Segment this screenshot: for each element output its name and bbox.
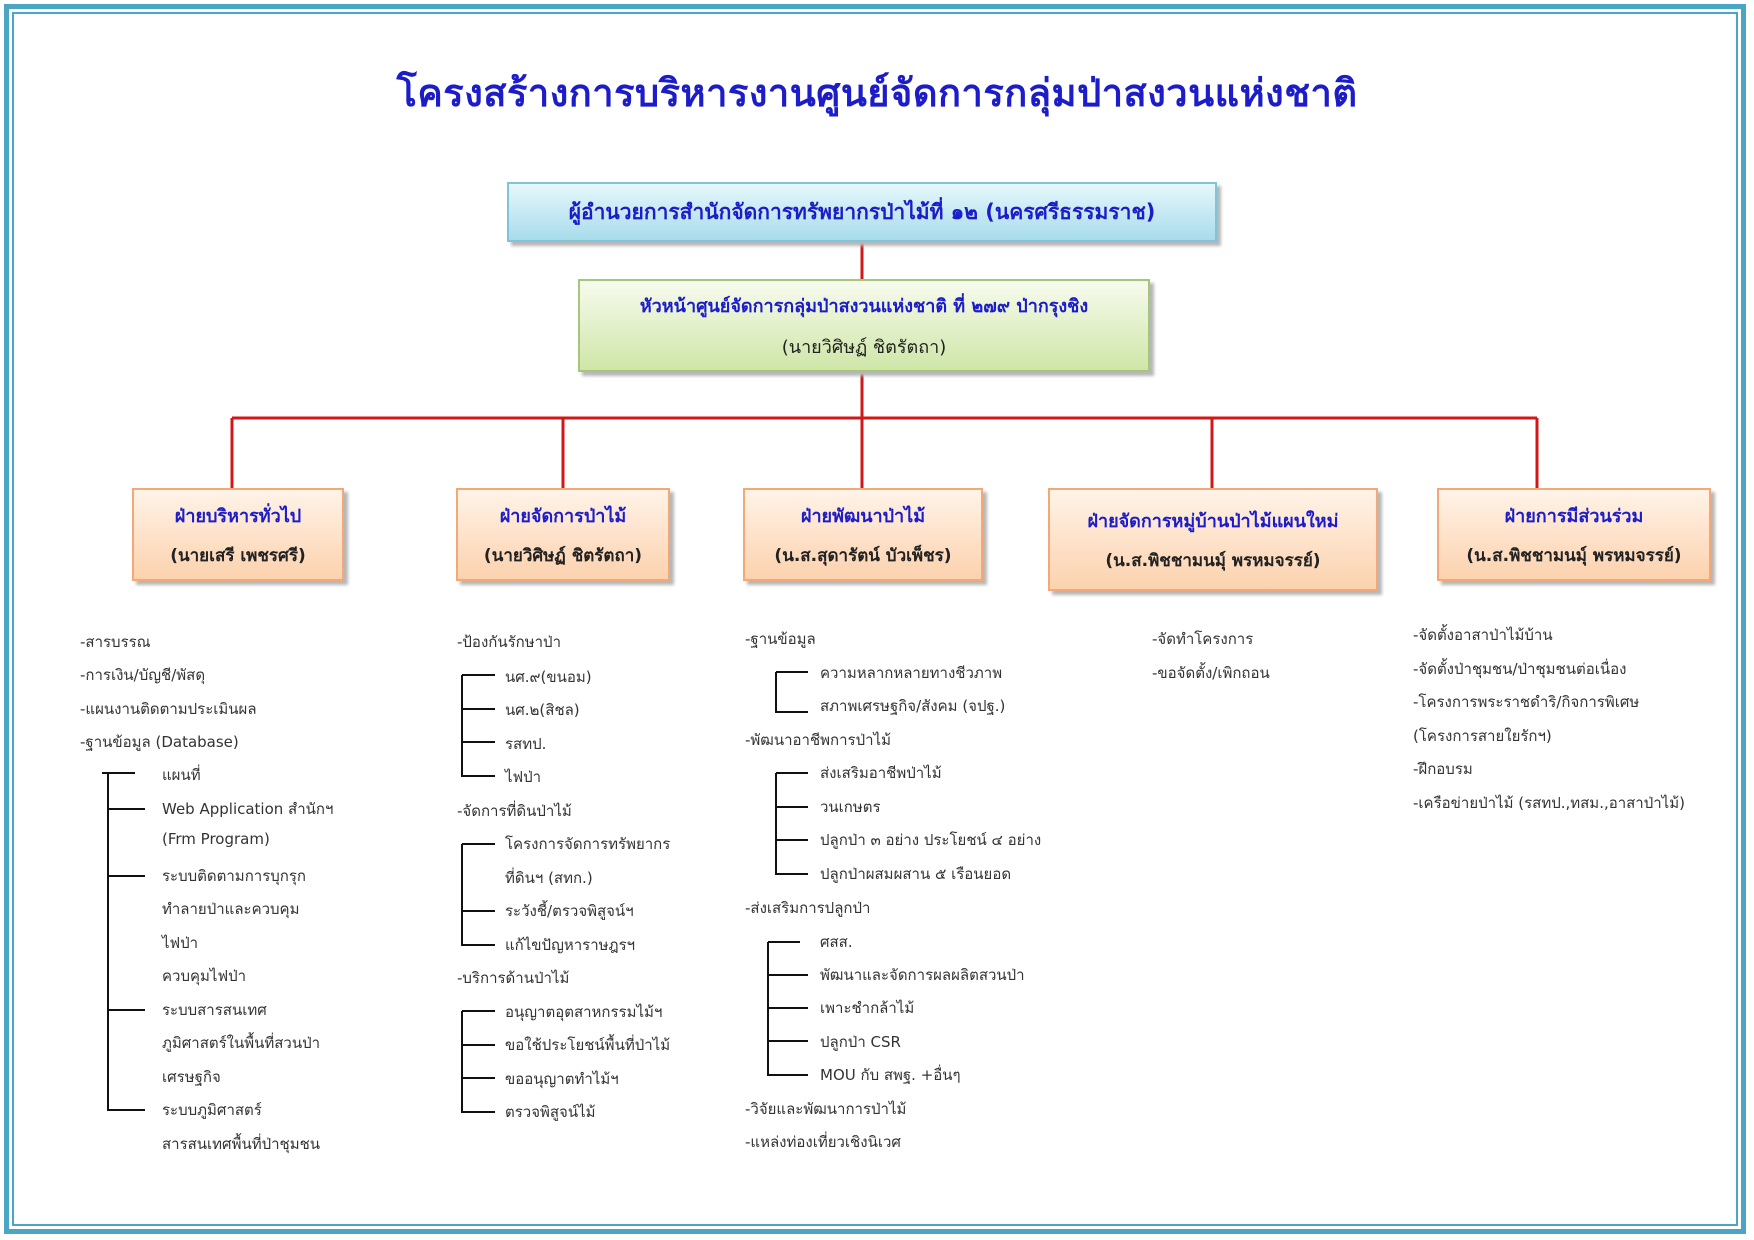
col3-item: พัฒนาและจัดการผลผลิตสวนป่า (820, 966, 1025, 984)
col3-item: MOU กับ สพฐ. +อื่นๆ (820, 1066, 961, 1084)
col2-item: ระวังชี้/ตรวจพิสูจน์ฯ (505, 902, 634, 920)
col1-item: -ฐานข้อมูล (Database) (80, 733, 239, 751)
dept-name: (น.ส.พิชชามนมุ์ พรหมจรรย์) (1466, 545, 1682, 566)
col1-sub-item: Web Application สำนักฯ (162, 800, 334, 818)
dept-title: ฝ่ายจัดการหมู่บ้านป่าไม้แผนใหม่ (1087, 510, 1339, 532)
col1-item: -การเงิน/บัญชี/พัสดุ (80, 666, 206, 684)
outer-frame (4, 4, 1746, 1234)
chart-title: โครงสร้างการบริหารงานศูนย์จัดการกลุ่มป่า… (396, 71, 1358, 115)
col5-item: -จัดตั้งป่าชุมชน/ป่าชุมชนต่อเนื่อง (1413, 660, 1627, 678)
col1-sub-item: ทำลายป่าและควบคุม (162, 900, 300, 918)
tree-brackets (102, 671, 808, 1113)
col1-sub-item: เศรษฐกิจ (162, 1068, 221, 1086)
col4-item: -จัดทำโครงการ (1152, 630, 1254, 648)
head-box: หัวหน้าศูนย์จัดการกลุ่มป่าสงวนแห่งชาติ ท… (578, 279, 1150, 372)
col1-sub-item: ควบคุมไฟป่า (162, 967, 247, 985)
dept-title: ฝ่ายบริหารทั่วไป (174, 505, 302, 527)
col2-item: นศ.๙(ขนอม) (505, 668, 592, 686)
col3-item: สภาพเศรษฐกิจ/สังคม (จปฐ.) (820, 697, 1006, 715)
dept-box-5: ฝ่ายการมีส่วนร่วม (น.ส.พิชชามนมุ์ พรหมจร… (1437, 488, 1711, 581)
col2-item: ขออนุญาตทำไม้ฯ (505, 1070, 619, 1088)
col1-sub-item: สารสนเทศพื้นที่ป่าชุมชน (162, 1135, 321, 1153)
col5-item: -จัดตั้งอาสาป่าไม้บ้าน (1413, 626, 1553, 644)
dept-box-4: ฝ่ายจัดการหมู่บ้านป่าไม้แผนใหม่ (น.ส.พิช… (1048, 488, 1378, 591)
bracket-col1 (102, 772, 145, 1111)
bracket-col2-g2 (461, 843, 495, 946)
col1-sub-item: แผนที่ (162, 766, 201, 784)
col3-group-head: -ฐานข้อมูล (745, 630, 816, 648)
col5-item: -ฝึกอบรม (1413, 760, 1473, 778)
dept-box-3: ฝ่ายพัฒนาป่าไม้ (น.ส.สุดารัตน์ บัวเพ็ชร) (743, 488, 983, 581)
head-name: (นายวิศิษฏ์ ชิตรัตถา) (781, 336, 947, 358)
col2-item: โครงการจัดการทรัพยากร (505, 835, 671, 853)
bracket-col3-g3 (767, 941, 808, 1076)
col3-item: ความหลากหลายทางชีวภาพ (820, 664, 1003, 682)
col2-group-head: -จัดการที่ดินป่าไม้ (457, 802, 572, 820)
dept-name: (นายเสรี เพชรศรี) (170, 545, 306, 566)
col2-item: แก้ไขปัญหาราษฎรฯ (505, 936, 636, 954)
dept-title: ฝ่ายพัฒนาป่าไม้ (800, 505, 926, 527)
col2-item: อนุญาตอุตสาหกรรมไม้ฯ (505, 1003, 663, 1021)
col1-sub-item: ระบบติดตามการบุกรุก (162, 867, 306, 885)
col1-item: -แผนงานติดตามประเมินผล (80, 700, 257, 718)
dept-name: (น.ส.สุดารัตน์ บัวเพ็ชร) (774, 545, 952, 566)
col3-item: ปลูกป่าผสมผสาน ๕ เรือนยอด (820, 865, 1012, 883)
inner-frame (12, 12, 1738, 1226)
col5-item: (โครงการสายใยรักฯ) (1413, 727, 1552, 745)
col3-group-head: -ส่งเสริมการปลูกป่า (745, 899, 871, 917)
col3-item: ศสส. (820, 933, 853, 951)
col3-item: วนเกษตร (820, 798, 881, 816)
col2-item: ขอใช้ประโยชน์พื้นที่ป่าไม้ (505, 1036, 671, 1054)
dept-box-1: ฝ่ายบริหารทั่วไป (นายเสรี เพชรศรี) (132, 488, 344, 581)
bracket-col2-g1 (461, 674, 495, 777)
dept-title: ฝ่ายการมีส่วนร่วม (1504, 505, 1644, 527)
col2-item: ตรวจพิสูจน์ไม้ (505, 1103, 596, 1121)
bracket-col2-g3 (461, 1010, 495, 1113)
director-box: ผู้อำนวยการสำนักจัดการทรัพยากรป่าไม้ที่ … (507, 182, 1217, 242)
col2-item: รสทป. (505, 735, 547, 753)
col2-item: ที่ดินฯ (สทก.) (505, 869, 593, 887)
bracket-col3-g2 (775, 772, 808, 875)
col2-group-head: -บริการด้านป่าไม้ (457, 969, 570, 987)
col1-sub-item: ระบบภูมิศาสตร์ (162, 1101, 262, 1119)
col3-item: ปลูกป่า CSR (820, 1033, 901, 1051)
col1-sub-item: ไฟป่า (162, 934, 199, 952)
col3-group-head: -พัฒนาอาชีพการป่าไม้ (745, 731, 891, 749)
col3-tail-item: -วิจัยและพัฒนาการป่าไม้ (745, 1100, 907, 1118)
col1-sub-item: (Frm Program) (162, 830, 270, 848)
col3-item: ส่งเสริมอาชีพป่าไม้ (820, 764, 942, 782)
dept-title: ฝ่ายจัดการป่าไม้ (499, 505, 627, 527)
dept-box-2: ฝ่ายจัดการป่าไม้ (นายวิศิษฏ์ ชิตรัตถา) (456, 488, 670, 581)
col3-tail-item: -แหล่งท่องเที่ยวเชิงนิเวศ (745, 1133, 901, 1151)
col1-sub-item: ภูมิศาสตร์ในพื้นที่สวนป่า (162, 1034, 321, 1052)
bracket-col3-g1 (775, 671, 808, 713)
col2-item: ไฟป่า (505, 768, 542, 786)
dept-name: (น.ส.พิชชามนมุ์ พรหมจรรย์) (1105, 550, 1321, 571)
col5-item: -เครือข่ายป่าไม้ (รสทป.,ทสม.,อาสาป่าไม้) (1413, 794, 1685, 812)
director-title: ผู้อำนวยการสำนักจัดการทรัพยากรป่าไม้ที่ … (568, 199, 1156, 224)
col5-item: -โครงการพระราชดำริ/กิจการพิเศษ (1413, 693, 1640, 711)
col3-item: ปลูกป่า ๓ อย่าง ประโยชน์ ๔ อย่าง (820, 831, 1042, 849)
dept-name: (นายวิศิษฏ์ ชิตรัตถา) (483, 545, 643, 566)
col1-sub-item: ระบบสารสนเทศ (162, 1001, 267, 1019)
head-title: หัวหน้าศูนย์จัดการกลุ่มป่าสงวนแห่งชาติ ท… (639, 295, 1089, 317)
col2-group-head: -ป้องกันรักษาป่า (457, 633, 561, 651)
col4-item: -ขอจัดตั้ง/เพิกถอน (1152, 664, 1270, 682)
col1-item: -สารบรรณ (80, 633, 151, 651)
col2-item: นศ.๒(สิชล) (505, 701, 580, 719)
col3-item: เพาะชำกล้าไม้ (820, 999, 915, 1017)
